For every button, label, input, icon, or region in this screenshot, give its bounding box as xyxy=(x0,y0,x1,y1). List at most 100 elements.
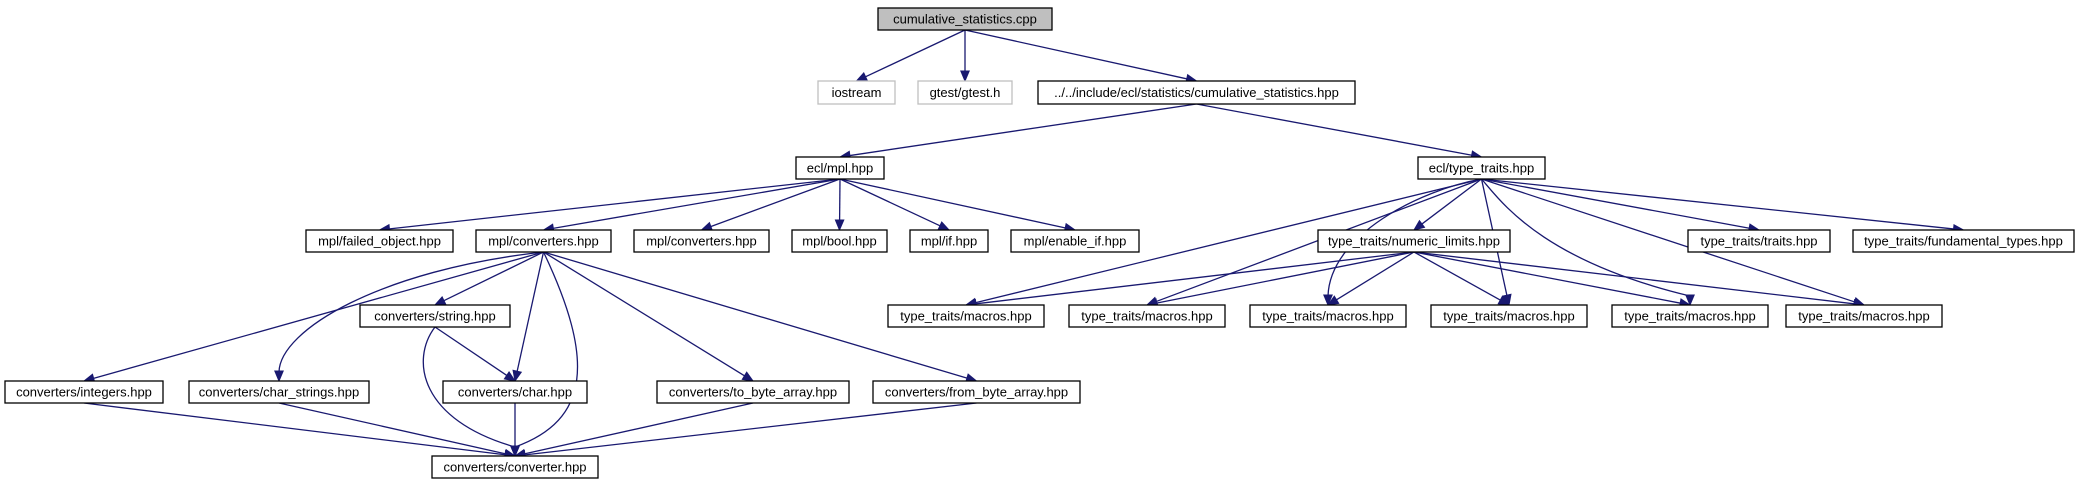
edge-ecl_type_traits-to-tt_fundamental_types xyxy=(1481,178,1965,234)
node-cumulative-hpp[interactable]: ../../include/ecl/statistics/cumulative_… xyxy=(1037,80,1356,105)
edge-root-to-iostream xyxy=(855,29,966,82)
node-label: type_traits/traits.hpp xyxy=(1700,234,1817,249)
node-box xyxy=(431,455,599,479)
node-label: converters/char_strings.hpp xyxy=(199,385,359,400)
node-tt-traits[interactable]: type_traits/traits.hpp xyxy=(1687,229,1831,253)
node-label: converters/char.hpp xyxy=(458,385,572,400)
edge-ecl_mpl-to-mpl_bool xyxy=(834,178,845,232)
node-box xyxy=(1317,229,1511,253)
node-box xyxy=(1037,80,1356,105)
edge-ecl_mpl-to-mpl_enable_if xyxy=(839,178,1077,233)
edge-root-to-cumulative_hpp xyxy=(964,29,1198,84)
node-label: type_traits/macros.hpp xyxy=(1624,309,1756,324)
edge-tt_numeric_limits-to-tt_macros_1 xyxy=(964,251,1415,309)
node-label: converters/integers.hpp xyxy=(16,385,152,400)
edge-conv_string-to-conv_char xyxy=(434,326,517,382)
node-box xyxy=(872,380,1081,404)
node-tt-macros-3[interactable]: type_traits/macros.hpp xyxy=(1249,304,1407,328)
node-tt-macros-5[interactable]: type_traits/macros.hpp xyxy=(1611,304,1769,328)
arrowhead xyxy=(937,221,951,231)
node-box xyxy=(917,80,1013,105)
node-label: mpl/converters.hpp xyxy=(646,234,757,249)
node-box xyxy=(4,380,164,404)
arrowhead xyxy=(741,371,755,382)
node-label: type_traits/numeric_limits.hpp xyxy=(1328,234,1500,249)
node-box xyxy=(1249,304,1407,328)
node-label: cumulative_statistics.cpp xyxy=(893,12,1037,27)
arrowhead xyxy=(503,371,517,382)
node-box xyxy=(188,380,370,404)
node-box xyxy=(1430,304,1588,328)
edge-conv_char-to-conv_converter xyxy=(510,403,520,458)
node-box xyxy=(633,229,770,253)
arrowhead xyxy=(1685,294,1695,307)
node-conv-converter[interactable]: converters/converter.hpp xyxy=(431,455,599,479)
node-tt-macros-2[interactable]: type_traits/macros.hpp xyxy=(1068,304,1226,328)
node-label: ecl/mpl.hpp xyxy=(807,161,873,176)
node-label: type_traits/fundamental_types.hpp xyxy=(1864,234,2063,249)
node-label: ecl/type_traits.hpp xyxy=(1429,161,1535,176)
node-ecl-type-traits[interactable]: ecl/type_traits.hpp xyxy=(1417,156,1546,180)
node-tt-macros-6[interactable]: type_traits/macros.hpp xyxy=(1785,304,1943,328)
node-label: converters/string.hpp xyxy=(374,309,495,324)
node-conv-string[interactable]: converters/string.hpp xyxy=(359,304,511,328)
node-box xyxy=(887,304,1045,328)
node-box xyxy=(877,7,1053,31)
node-mpl-failed-object[interactable]: mpl/failed_object.hpp xyxy=(305,229,454,253)
node-conv-to-byte-array[interactable]: converters/to_byte_array.hpp xyxy=(656,380,850,404)
node-label: mpl/converters.hpp xyxy=(488,234,599,249)
arrowhead xyxy=(274,370,284,383)
node-conv-char-strings[interactable]: converters/char_strings.hpp xyxy=(188,380,370,404)
node-label: type_traits/macros.hpp xyxy=(1081,309,1213,324)
node-tt-macros-1[interactable]: type_traits/macros.hpp xyxy=(887,304,1045,328)
node-label: mpl/failed_object.hpp xyxy=(318,234,441,249)
node-box xyxy=(795,156,885,180)
arrowhead xyxy=(1326,295,1340,306)
edge-tt_numeric_limits-to-tt_macros_2 xyxy=(1145,251,1415,308)
node-conv-integers[interactable]: converters/integers.hpp xyxy=(4,380,164,404)
edge-tt_numeric_limits-to-tt_macros_3 xyxy=(1326,251,1415,306)
node-label: mpl/if.hpp xyxy=(921,234,977,249)
node-tt-fundamental-types[interactable]: type_traits/fundamental_types.hpp xyxy=(1852,229,2075,253)
edge-ecl_type_traits-to-tt_numeric_limits xyxy=(1412,178,1482,231)
node-mpl-converters-a[interactable]: mpl/converters.hpp xyxy=(475,229,612,253)
node-mpl-bool[interactable]: mpl/bool.hpp xyxy=(791,229,888,253)
node-ecl-mpl[interactable]: ecl/mpl.hpp xyxy=(795,156,885,180)
node-tt-numeric-limits[interactable]: type_traits/numeric_limits.hpp xyxy=(1317,229,1511,253)
node-box xyxy=(442,380,588,404)
edge-conv_char_strings-to-conv_converter xyxy=(278,402,517,459)
node-box xyxy=(1010,229,1140,253)
node-box xyxy=(1785,304,1943,328)
node-box xyxy=(817,80,896,105)
node-mpl-enable-if[interactable]: mpl/enable_if.hpp xyxy=(1010,229,1140,253)
edge-conv_integers-to-conv_converter xyxy=(83,402,517,460)
node-box xyxy=(359,304,511,328)
node-conv-char[interactable]: converters/char.hpp xyxy=(442,380,588,404)
node-gtest[interactable]: gtest/gtest.h xyxy=(917,80,1013,105)
arrowhead xyxy=(510,445,520,458)
node-box xyxy=(1417,156,1546,180)
node-conv-from-byte-array[interactable]: converters/from_byte_array.hpp xyxy=(872,380,1081,404)
node-box xyxy=(1852,229,2075,253)
edge-cumulative_hpp-to-ecl_mpl xyxy=(838,103,1197,161)
arrowhead xyxy=(433,295,447,306)
node-root[interactable]: cumulative_statistics.cpp xyxy=(877,7,1053,31)
node-label: ../../include/ecl/statistics/cumulative_… xyxy=(1054,85,1339,100)
edge-ecl_mpl-to-mpl_converters_a xyxy=(542,178,841,234)
node-mpl-converters-b[interactable]: mpl/converters.hpp xyxy=(633,229,770,253)
node-iostream[interactable]: iostream xyxy=(817,80,896,105)
node-box xyxy=(475,229,612,253)
arrowhead xyxy=(700,221,714,232)
node-label: converters/to_byte_array.hpp xyxy=(669,385,837,400)
node-box xyxy=(305,229,454,253)
node-box xyxy=(791,229,888,253)
edge-ecl_mpl-to-mpl_failed_object xyxy=(378,178,841,234)
edge-tt_numeric_limits-to-tt_macros_4 xyxy=(1413,251,1511,306)
node-mpl-if[interactable]: mpl/if.hpp xyxy=(909,229,989,253)
arrowhead xyxy=(834,219,845,232)
node-label: iostream xyxy=(832,85,882,100)
node-label: type_traits/macros.hpp xyxy=(1262,309,1394,324)
node-label: converters/from_byte_array.hpp xyxy=(885,385,1068,400)
node-tt-macros-4[interactable]: type_traits/macros.hpp xyxy=(1430,304,1588,328)
node-label: type_traits/macros.hpp xyxy=(900,309,1032,324)
